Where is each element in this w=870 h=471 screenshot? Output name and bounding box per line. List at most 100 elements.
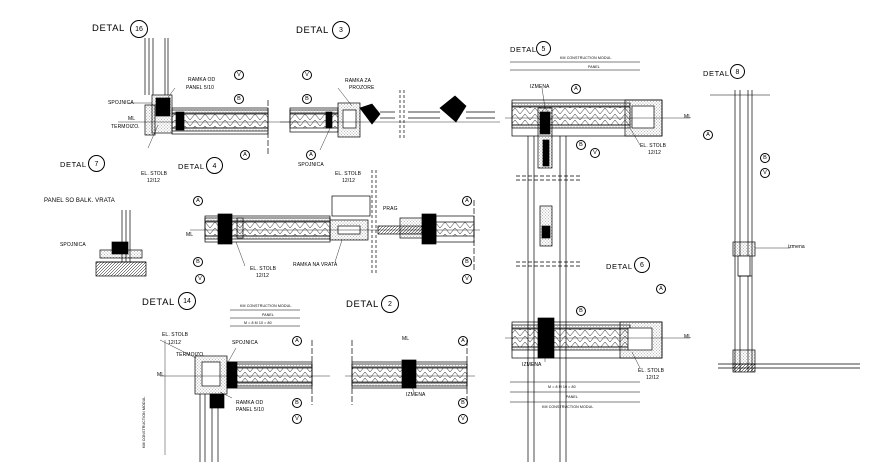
axis-bubble-a: A bbox=[656, 284, 666, 294]
axis-bubble-a: A bbox=[240, 150, 250, 160]
detail-2-title: DETAL bbox=[346, 299, 379, 310]
detail-14-title: DETAL bbox=[142, 297, 175, 308]
detail-6-title: DETAL bbox=[606, 262, 633, 271]
el-stolb-size-label: 12/12 bbox=[648, 150, 662, 156]
detail-7-drawing bbox=[95, 210, 147, 277]
el-stolb-label: EL. STOLB bbox=[638, 368, 665, 374]
spojnica-label: SPOJNICA bbox=[108, 100, 134, 106]
izmena-label: IZMENA bbox=[530, 84, 550, 90]
detail-7-number: 7 bbox=[88, 155, 105, 172]
panel-so-balk-vrata-label: PANEL SO BALK. VRATA bbox=[44, 198, 115, 204]
detail-2-drawing bbox=[345, 340, 475, 405]
axis-bubble-b: B bbox=[576, 140, 586, 150]
detail-3-title: DETAL bbox=[296, 25, 329, 36]
detail-5-drawing bbox=[505, 61, 690, 462]
spojnica-label: SPOJNICA bbox=[298, 162, 324, 168]
ml-label: ML bbox=[684, 114, 692, 120]
dimension-label: M = 8 M 10 = 80 bbox=[548, 385, 576, 389]
ramka-za-label: RAMKA ZA bbox=[345, 78, 372, 84]
el-stolb-size-label: 12/12 bbox=[646, 375, 660, 381]
panel-label: PANEL bbox=[566, 395, 579, 399]
panel-5-10-label: PANEL 5/10 bbox=[236, 407, 264, 413]
detail-3-number: 3 bbox=[332, 21, 350, 39]
axis-bubble-a: A bbox=[462, 196, 472, 206]
axis-bubble-a: A bbox=[306, 150, 316, 160]
detail-4-number: 4 bbox=[206, 157, 223, 174]
axis-bubble-b: B bbox=[462, 257, 472, 267]
axis-bubble-a: A bbox=[193, 196, 203, 206]
el-stolb-label: EL. STOLB bbox=[640, 143, 667, 149]
km-construction-modul-label: KM CONSTRUCTION MODUL bbox=[560, 56, 612, 60]
km-construction-modul-label: KM CONSTRUCTION MODUL bbox=[240, 304, 292, 308]
ml-label: ML bbox=[186, 232, 194, 238]
detail-7-title: DETAL bbox=[60, 160, 87, 169]
el-stolb-size-label: 12/12 bbox=[147, 178, 161, 184]
detail-5-number: 5 bbox=[536, 41, 551, 56]
panel-label: PANEL bbox=[262, 313, 275, 317]
detail-4-drawing bbox=[190, 170, 480, 275]
termoizo-label: TERMOIZO. bbox=[111, 124, 140, 130]
axis-bubble-v: V bbox=[590, 148, 600, 158]
axis-bubble-v: V bbox=[760, 168, 770, 178]
ml-label: ML bbox=[157, 372, 165, 378]
axis-bubble-b: B bbox=[760, 153, 770, 163]
axis-bubble-v: V bbox=[462, 274, 472, 284]
detail-8-number: 8 bbox=[730, 64, 745, 79]
km-construction-modul-vertical-label: KM CONSTRUCTION MODUL bbox=[142, 396, 146, 448]
panel-5-10-label: PANEL 5/10 bbox=[186, 85, 214, 91]
axis-bubble-b: B bbox=[302, 94, 312, 104]
detail-6-number: 6 bbox=[634, 257, 650, 273]
el-stolb-size-label: 12/12 bbox=[342, 178, 356, 184]
ramka-od-label: RAMKA OD bbox=[188, 77, 216, 83]
axis-bubble-v: V bbox=[195, 274, 205, 284]
axis-bubble-v: V bbox=[292, 414, 302, 424]
leader-lines bbox=[147, 87, 641, 399]
detail-16-title: DETAL bbox=[92, 23, 125, 34]
detail-2-number: 2 bbox=[381, 295, 399, 313]
axis-bubble-a: A bbox=[703, 130, 713, 140]
panel-label: PANEL bbox=[588, 65, 601, 69]
detail-4-title: DETAL bbox=[178, 162, 205, 171]
axis-bubble-a: A bbox=[292, 336, 302, 346]
el-stolb-label: EL. STOLB bbox=[335, 171, 362, 177]
el-stolb-size-label: 12/12 bbox=[168, 340, 182, 346]
ramka-od-label: RAMKA OD bbox=[236, 400, 264, 406]
izmena-label: IZMENA bbox=[522, 362, 542, 368]
spojnica-label: SPOJNICA bbox=[60, 242, 86, 248]
detail-5-title: DETAL bbox=[510, 45, 537, 54]
axis-bubble-a: A bbox=[571, 84, 581, 94]
axis-bubble-v: V bbox=[302, 70, 312, 80]
el-stolb-size-label: 12/12 bbox=[256, 273, 270, 279]
detail-14-number: 14 bbox=[178, 292, 196, 310]
axis-bubble-a: A bbox=[458, 336, 468, 346]
ml-label: ML bbox=[684, 334, 692, 340]
detail-16-number: 16 bbox=[130, 20, 148, 38]
detail-14-drawing bbox=[160, 309, 330, 462]
detail-8-drawing bbox=[710, 90, 860, 373]
ml-label: ML bbox=[402, 336, 410, 342]
detail-6-drawing bbox=[505, 317, 690, 403]
axis-bubble-b: B bbox=[193, 257, 203, 267]
detail-3-drawing bbox=[280, 90, 500, 140]
axis-bubble-v: V bbox=[458, 414, 468, 424]
ramka-na-vrata-label: RAMKA NA VRATA bbox=[293, 262, 338, 268]
axis-bubble-b: B bbox=[234, 94, 244, 104]
axis-bubble-v: V bbox=[234, 70, 244, 80]
axis-bubble-b: B bbox=[292, 398, 302, 408]
km-construction-modul-label: KM CONSTRUCTION MODUL bbox=[542, 405, 594, 409]
axis-bubble-b: B bbox=[458, 398, 468, 408]
axis-bubble-v: V bbox=[540, 342, 550, 352]
el-stolb-label: EL. STOLB bbox=[162, 332, 189, 338]
detail-16-drawing bbox=[118, 38, 300, 156]
prozore-label: PROZORE bbox=[349, 85, 375, 91]
axis-bubble-b: B bbox=[576, 306, 586, 316]
el-stolb-label: EL. STOLB bbox=[250, 266, 277, 272]
prag-label: PRAG bbox=[383, 206, 398, 212]
termoizo-label: TERMOIZO. bbox=[176, 352, 205, 358]
ml-label: ML bbox=[128, 116, 136, 122]
el-stolb-label: EL. STOLB bbox=[141, 171, 168, 177]
dimension-label: M = 8 M 10 = 80 bbox=[244, 321, 272, 325]
spojnica-label: SPOJNICA bbox=[232, 340, 258, 346]
izmena-label: izmena bbox=[788, 244, 805, 250]
